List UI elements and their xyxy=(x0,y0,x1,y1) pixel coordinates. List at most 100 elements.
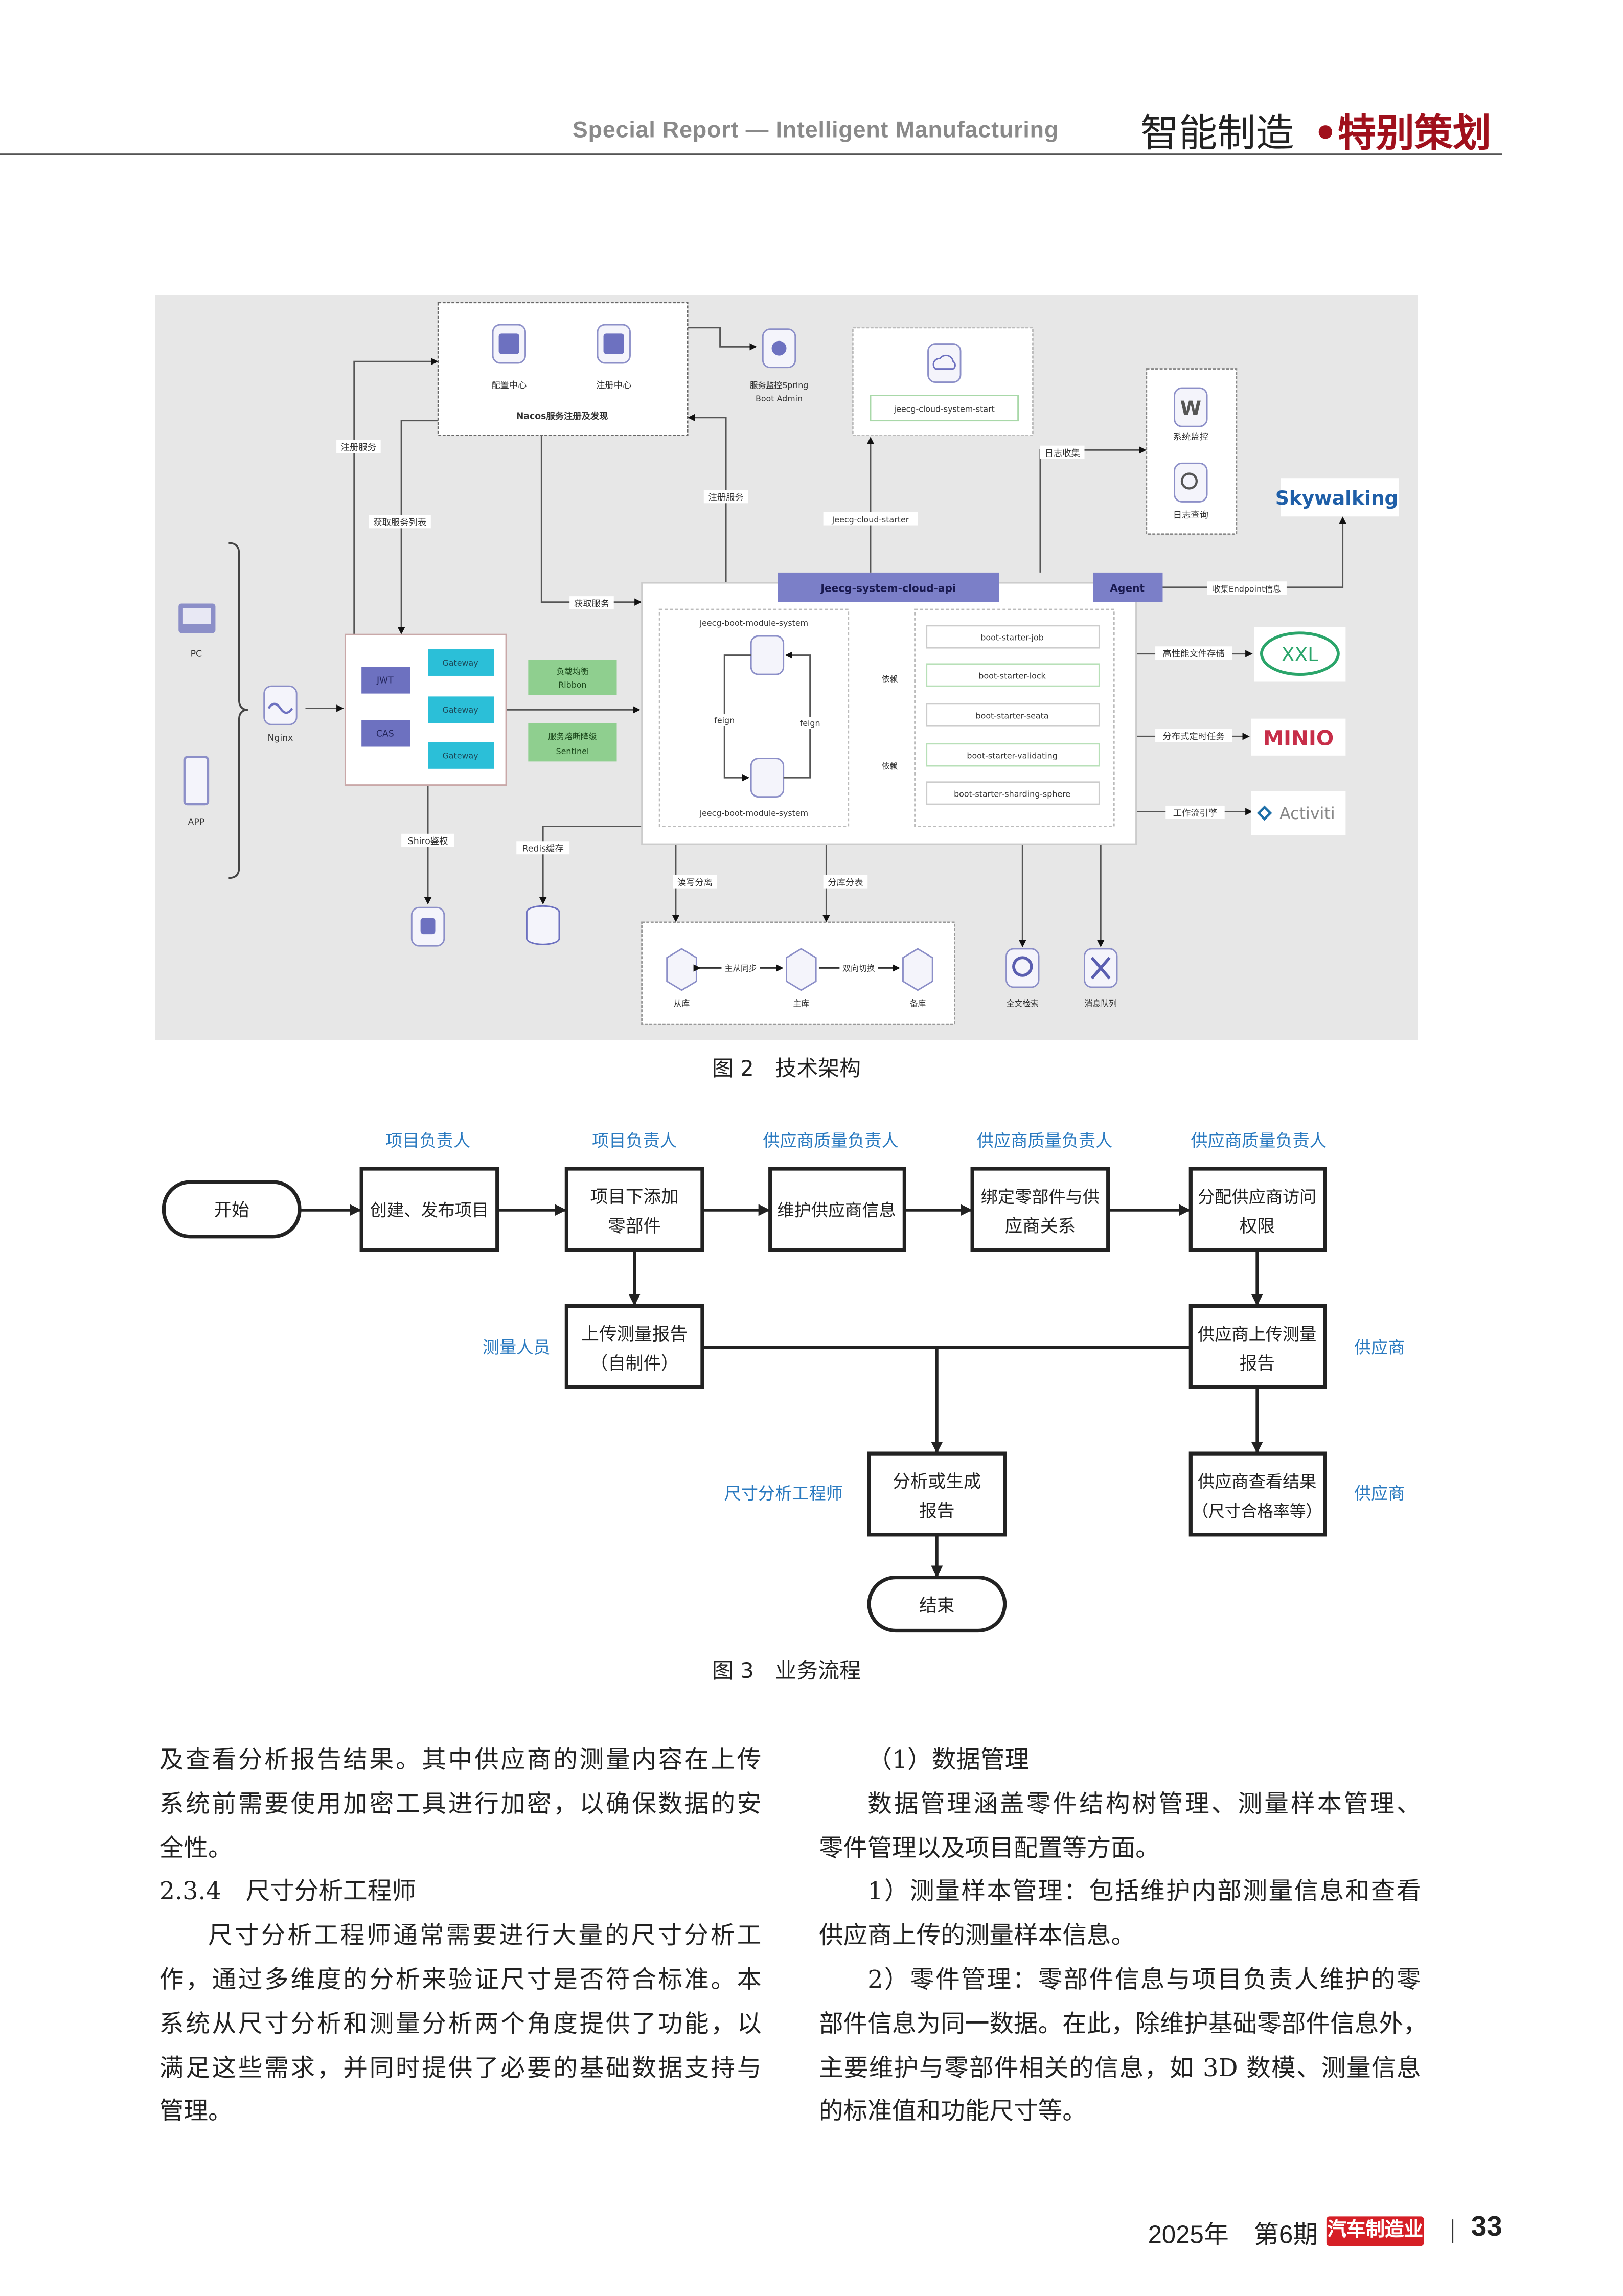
edge-register2 xyxy=(688,414,727,583)
start-label: 开始 xyxy=(214,1200,249,1220)
search-label: 全文检索 xyxy=(1007,999,1039,1009)
label-scheduled: 分布式定时任务 xyxy=(1163,732,1225,742)
supplier-upload-label-2: 报告 xyxy=(1240,1354,1275,1374)
body-text-line: 2.3.4 尺寸分析工程师 xyxy=(159,1877,416,1906)
backup-db-label: 备库 xyxy=(909,999,926,1009)
analyze-label-1: 分析或生成 xyxy=(893,1471,981,1492)
body-text-line: （1）数据管理 xyxy=(867,1745,1030,1774)
start-node xyxy=(162,1180,302,1239)
switch-label: 双向切换 xyxy=(842,963,875,973)
cloud-start-inner xyxy=(870,395,1019,422)
body-text-line: 1）测量样本管理：包括维护内部测量信息和查看 xyxy=(867,1877,1421,1906)
full-text-search-icon xyxy=(1005,948,1040,988)
view-label-1: 供应商查看结果 xyxy=(1198,1471,1316,1491)
step-bind xyxy=(970,1167,1110,1252)
depend-label-2: 依赖 xyxy=(882,761,898,771)
module-bottom-label: jeecg-boot-module-system xyxy=(699,808,808,818)
minio-logo xyxy=(1251,718,1346,756)
body-text-line: 及查看分析报告结果。其中供应商的测量内容在上传 xyxy=(159,1745,762,1774)
view-label-2: （尺寸合格率等） xyxy=(1192,1503,1322,1521)
ribbon-label-1: 负载均衡 xyxy=(556,667,589,676)
master-slave-label: 主从同步 xyxy=(724,963,757,973)
end-node xyxy=(867,1575,1007,1633)
admin-label-2: Boot Admin xyxy=(756,394,803,403)
role-label: 供应商质量负责人 xyxy=(1191,1131,1327,1151)
cas-box xyxy=(361,720,410,747)
feign-left-label: feign xyxy=(714,715,735,725)
cloud-start-label: jeecg-cloud-system-start xyxy=(894,404,995,414)
starter-box xyxy=(926,781,1100,805)
gateway-2 xyxy=(428,696,494,723)
config-center-label: 配置中心 xyxy=(491,380,527,391)
pc-label: PC xyxy=(191,649,202,659)
feign-right-label: feign xyxy=(800,718,820,728)
activiti-text: Activiti xyxy=(1279,805,1335,823)
api-bar-label: Jeecg-system-cloud-api xyxy=(819,582,956,594)
log-search-icon xyxy=(1174,462,1208,503)
magazine-brand-logo: 汽车制造业 xyxy=(1326,2216,1424,2246)
page-number: 33 xyxy=(1471,2212,1502,2243)
registry-center-label: 注册中心 xyxy=(596,380,631,391)
api-bar xyxy=(778,572,999,602)
role-label: 供应商质量负责人 xyxy=(763,1131,899,1151)
edge-fetch-list xyxy=(397,420,439,635)
gateway-3 xyxy=(428,742,494,769)
agent-label: Agent xyxy=(1110,582,1145,594)
body-column-right: （1）数据管理数据管理涵盖零件结构树管理、测量样本管理、零件管理以及项目配置等方… xyxy=(818,1738,1428,2134)
starter-label: boot-starter-lock xyxy=(978,671,1046,681)
body-text-line: 作，通过多维度的分析来验证尺寸是否符合标准。本 xyxy=(159,1965,762,1994)
client-brace xyxy=(228,542,248,879)
sentinel-box xyxy=(528,723,617,762)
label-rw-split: 读写分离 xyxy=(677,878,713,888)
step-supplier-view xyxy=(1188,1451,1327,1537)
step-assign xyxy=(1188,1167,1327,1252)
slave-db-icon xyxy=(666,948,697,991)
body-text-line: 管理。 xyxy=(159,2097,233,2126)
figure2-caption: 图 2 技术架构 xyxy=(712,1058,861,1082)
gateway-3-label: Gateway xyxy=(443,751,478,761)
starter-box xyxy=(926,703,1100,727)
skywalking-logo xyxy=(1281,478,1399,517)
issue-info: 2025年 第6期 · xyxy=(1148,2221,1334,2249)
upload-label-1: 上传测量报告 xyxy=(581,1324,688,1345)
label-fetch-list: 获取服务列表 xyxy=(373,518,426,528)
body-text-line: 的标准值和功能尺寸等。 xyxy=(818,2097,1087,2126)
slave-db-label: 从库 xyxy=(674,999,690,1009)
role-label: 供应商 xyxy=(1354,1337,1405,1357)
add-parts-label-1: 项目下添加 xyxy=(590,1187,679,1207)
edge-redis xyxy=(539,825,642,905)
body-text-line: 数据管理涵盖零件结构树管理、测量样本管理、 xyxy=(867,1789,1421,1818)
footer-divider xyxy=(1452,2219,1454,2243)
analyze-label-2: 报告 xyxy=(919,1501,954,1521)
master-db-icon xyxy=(786,948,817,991)
app-label: APP xyxy=(188,817,205,827)
jwt-box xyxy=(361,667,410,694)
header-rule xyxy=(0,153,1502,155)
module-top-icon xyxy=(750,635,785,675)
ribbon-label-2: Ribbon xyxy=(558,680,586,690)
upload-label-2: （自制件） xyxy=(590,1354,679,1374)
label-log: 日志收集 xyxy=(1045,448,1080,459)
body-text-line: 零件管理以及项目配置等方面。 xyxy=(818,1833,1160,1862)
nginx-label: Nginx xyxy=(267,733,293,743)
body-text-line: 主要维护与零部件相关的信息，如 3D 数模、测量信息 xyxy=(818,2053,1421,2082)
master-db-label: 主库 xyxy=(793,999,809,1009)
body-text-line: 系统从尺寸分析和测量分析两个角度提供了功能，以 xyxy=(159,2009,762,2038)
header-dot: • xyxy=(1313,112,1338,156)
edge-register xyxy=(353,357,439,635)
label-redis: Redis缓存 xyxy=(522,844,564,854)
module-bottom-icon xyxy=(750,758,785,798)
role-label: 尺寸分析工程师 xyxy=(724,1484,843,1504)
label-file-storage: 高性能文件存储 xyxy=(1163,649,1225,659)
gateway-1-label: Gateway xyxy=(443,658,478,668)
starter-box xyxy=(926,663,1100,687)
step-upload xyxy=(564,1304,704,1389)
body-text-line: 尺寸分析工程师通常需要进行大量的尺寸分析工 xyxy=(208,1921,762,1950)
starter-box xyxy=(926,625,1100,649)
starter-label: boot-starter-validating xyxy=(967,751,1057,761)
activiti-logo xyxy=(1251,791,1346,835)
body-text-line: 系统前需要使用加密工具进行加密，以确保数据的安 xyxy=(159,1789,762,1818)
log-search-label: 日志查询 xyxy=(1173,510,1208,520)
body-text-line: 满足这些需求，并同时提供了必要的基础数据支持与 xyxy=(159,2053,762,2082)
add-parts-label-2: 零部件 xyxy=(608,1216,661,1237)
